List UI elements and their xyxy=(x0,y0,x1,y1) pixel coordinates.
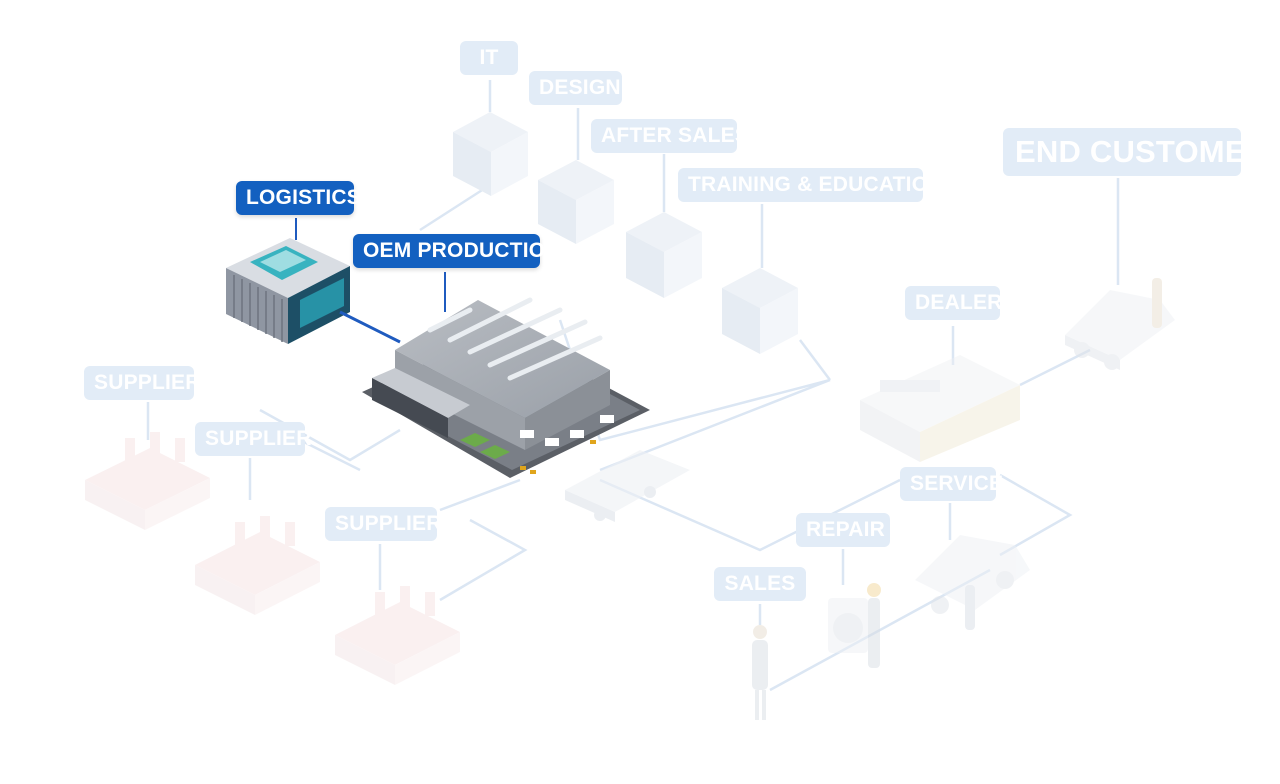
car-icon xyxy=(1065,278,1175,370)
service-car-icon xyxy=(915,535,1030,630)
repair-technician-icon xyxy=(828,583,881,668)
label-supplier-2[interactable]: SUPPLIER xyxy=(195,422,311,456)
label-supplier-1[interactable]: SUPPLIER xyxy=(84,366,200,400)
label-dealer[interactable]: DEALER xyxy=(905,286,1002,320)
label-end-customer[interactable]: END CUSTOMER xyxy=(1003,128,1268,176)
supplier-factory-icon-3 xyxy=(335,586,460,685)
label-service[interactable]: SERVICE xyxy=(900,467,1003,501)
dealer-building-icon xyxy=(860,355,1020,462)
logistics-building-icon xyxy=(226,238,350,344)
training-building-icon xyxy=(722,268,798,354)
label-it[interactable]: IT xyxy=(460,41,518,75)
after-sales-building-icon xyxy=(626,212,702,298)
logistics-to-oem-connector xyxy=(339,310,401,344)
supplier-factory-icon-1 xyxy=(85,432,210,530)
label-repair[interactable]: REPAIR xyxy=(796,513,890,547)
label-design[interactable]: DESIGN xyxy=(529,71,622,105)
label-training-education[interactable]: TRAINING & EDUCATION xyxy=(678,168,943,202)
truck-icon xyxy=(565,450,690,522)
supplier-factory-icon-2 xyxy=(195,516,320,615)
label-logistics[interactable]: LOGISTICS xyxy=(236,181,361,215)
label-sales[interactable]: SALES xyxy=(714,567,806,601)
salesperson-icon xyxy=(752,625,768,720)
it-building-icon xyxy=(453,112,528,196)
label-after-sales[interactable]: AFTER SALES xyxy=(591,119,749,153)
department-cubes xyxy=(453,112,798,354)
label-oem-production[interactable]: OEM PRODUCTION xyxy=(353,234,560,268)
label-supplier-3[interactable]: SUPPLIER xyxy=(325,507,441,541)
oem-factory-icon xyxy=(362,297,650,478)
design-building-icon xyxy=(538,160,614,244)
